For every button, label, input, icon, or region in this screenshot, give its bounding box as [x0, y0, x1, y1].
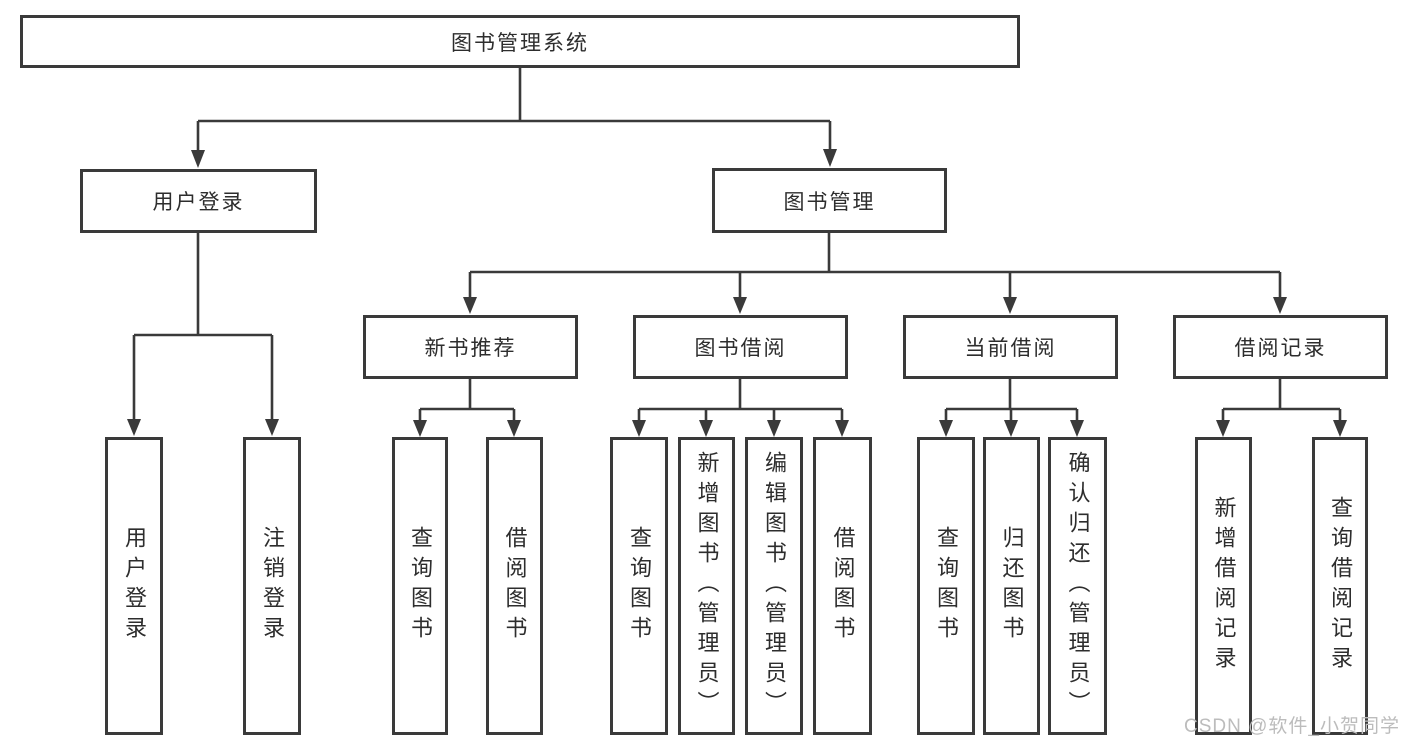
node-borrow-record-label: 借阅记录	[1234, 337, 1327, 360]
arrowhead	[733, 297, 747, 314]
node-logout-leaf: 注销登录	[243, 437, 301, 735]
node-query-borrow-record: 查询借阅记录	[1312, 437, 1368, 735]
node-query-book-c: 查询图书	[917, 437, 975, 735]
node-borrow-record: 借阅记录	[1173, 315, 1388, 379]
node-confirm-return-admin-label: 确认归还（管理员）	[1065, 451, 1091, 721]
node-add-book-admin: 新增图书（管理员）	[678, 437, 735, 735]
connector-root-to-level2	[196, 68, 832, 151]
node-user-login-leaf-label: 用户登录	[122, 526, 147, 646]
node-new-book-recommend-label: 新书推荐	[424, 337, 517, 360]
connector-borrow-record-children	[1221, 379, 1342, 421]
node-query-book-b-label: 查询图书	[627, 526, 652, 646]
arrowhead	[767, 420, 781, 437]
arrowhead	[1216, 420, 1230, 437]
arrowhead	[413, 420, 427, 437]
node-book-borrow-label: 图书借阅	[694, 337, 787, 360]
connector-user-login-children	[132, 233, 274, 420]
node-root-label: 图书管理系统	[451, 31, 589, 55]
arrowhead	[632, 420, 646, 437]
node-borrow-book-b: 借阅图书	[813, 437, 872, 735]
node-root: 图书管理系统	[20, 15, 1020, 68]
node-edit-book-admin-label: 编辑图书（管理员）	[762, 451, 787, 721]
arrowhead	[939, 420, 953, 437]
arrowhead	[507, 420, 521, 437]
node-logout-leaf-label: 注销登录	[260, 526, 285, 646]
arrowhead	[265, 419, 279, 436]
node-query-book-c-label: 查询图书	[934, 526, 959, 646]
node-borrow-book-a-label: 借阅图书	[502, 526, 528, 646]
arrowheads	[127, 149, 1347, 437]
node-query-book-a-label: 查询图书	[408, 526, 433, 646]
node-borrow-book-a: 借阅图书	[486, 437, 543, 735]
arrowhead	[699, 420, 713, 437]
node-current-borrow-label: 当前借阅	[964, 337, 1057, 360]
node-return-book-label: 归还图书	[999, 526, 1025, 646]
node-book-borrow: 图书借阅	[633, 315, 848, 379]
node-book-management-label: 图书管理	[783, 190, 876, 214]
arrowhead	[835, 420, 849, 437]
connector-book-management-children	[468, 233, 1282, 298]
node-return-book: 归还图书	[983, 437, 1040, 735]
connector-current-borrow-children	[944, 379, 1079, 421]
arrowhead	[1273, 297, 1287, 314]
node-query-borrow-record-label: 查询借阅记录	[1328, 496, 1353, 676]
arrowhead	[1004, 420, 1018, 437]
node-book-management: 图书管理	[712, 168, 947, 233]
csdn-watermark: CSDN @软件_小贺同学	[1184, 716, 1400, 737]
arrowhead	[463, 297, 477, 314]
node-confirm-return-admin: 确认归还（管理员）	[1048, 437, 1107, 735]
node-edit-book-admin: 编辑图书（管理员）	[745, 437, 803, 735]
node-user-login: 用户登录	[80, 169, 317, 233]
node-user-login-label: 用户登录	[152, 191, 245, 214]
node-current-borrow: 当前借阅	[903, 315, 1118, 379]
node-query-book-b: 查询图书	[610, 437, 668, 735]
node-query-book-a: 查询图书	[392, 437, 448, 735]
arrowhead	[191, 150, 205, 168]
arrowhead	[127, 419, 141, 436]
arrowhead	[1003, 297, 1017, 314]
node-add-book-admin-label: 新增图书（管理员）	[694, 451, 720, 721]
node-add-borrow-record: 新增借阅记录	[1195, 437, 1252, 735]
arrowhead	[1070, 420, 1084, 437]
arrowhead	[1333, 420, 1347, 437]
node-user-login-leaf: 用户登录	[105, 437, 163, 735]
node-add-borrow-record-label: 新增借阅记录	[1211, 496, 1237, 676]
connector-new-book-recommend-children	[418, 379, 516, 421]
arrowhead	[823, 149, 837, 167]
connector-book-borrow-children	[637, 379, 844, 421]
node-new-book-recommend: 新书推荐	[363, 315, 578, 379]
node-borrow-book-b-label: 借阅图书	[830, 526, 856, 646]
